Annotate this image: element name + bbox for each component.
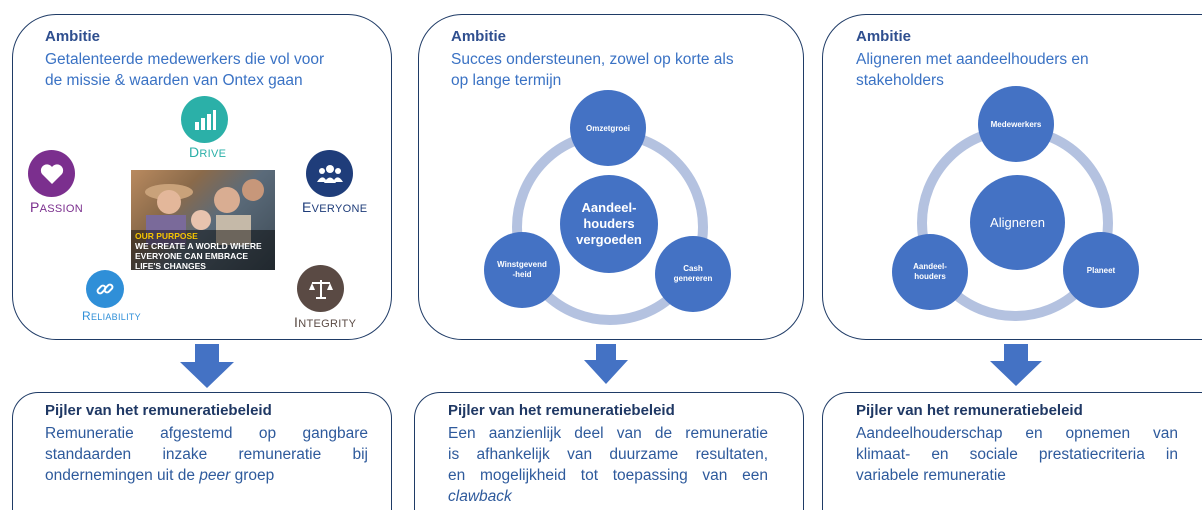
value-label-reliability: RELIABILITY <box>82 309 141 323</box>
pillar-text-3: Aandeelhouderschap en opnemen van klimaa… <box>856 423 1178 486</box>
pillar-line: klimaat- en sociale prestatiecriteria in <box>856 446 1178 463</box>
ambition-text-2: Succes ondersteunen, zowel op korte als … <box>451 49 734 91</box>
ambition-line: de missie & waarden van Ontex gaan <box>45 72 303 89</box>
purpose-photo: OUR PURPOSE WE CREATE A WORLD WHERE EVER… <box>131 170 275 270</box>
down-arrow-2 <box>584 344 628 384</box>
ambition-text-3: Alignеren met aandeelhouders en stakehol… <box>856 49 1089 91</box>
cycle-node-shareholders: Aandeel-houders <box>892 234 968 310</box>
ambition-line: stakeholders <box>856 72 944 89</box>
cycle-node-employees: Medewerkers <box>978 86 1054 162</box>
ambition-line: op lange termijn <box>451 72 562 89</box>
pillar-box-1 <box>12 392 392 510</box>
integrity-icon <box>297 265 344 312</box>
cycle-center-align: Aligneren <box>970 175 1065 270</box>
passion-icon <box>28 150 75 197</box>
ambition-line: Getalenteerde medewerkers die vol voor <box>45 51 325 68</box>
ambition-text-1: Getalenteerde medewerkers die vol voor d… <box>45 49 324 91</box>
pillar-line: is afhankelijk van duurzame resultaten, <box>448 446 768 463</box>
drive-icon <box>181 96 228 143</box>
cycle-node-planet: Planeet <box>1063 232 1139 308</box>
ambition-title-1: Ambitie <box>45 28 101 45</box>
pillar-line: clawback <box>448 488 512 505</box>
reliability-icon <box>86 270 124 308</box>
ambition-title-2: Ambitie <box>451 28 507 45</box>
pillar-line: en mogelijkheid tot toepassing van een <box>448 467 768 484</box>
ambition-title-3: Ambitie <box>856 28 912 45</box>
cycle-node-revenue-growth: Omzetgroei <box>570 90 646 166</box>
value-label-integrity: INTEGRITY <box>294 314 357 330</box>
value-label-drive: DRIVE <box>189 144 227 160</box>
down-arrow-3 <box>990 344 1042 386</box>
cycle-node-profitability: Winstgevend-heid <box>484 232 560 308</box>
pillar-line: ondernemingen uit de peer groep <box>45 467 275 484</box>
pillar-title-3: Pijler van het remuneratiebeleid <box>856 402 1083 419</box>
purpose-text: OUR PURPOSE WE CREATE A WORLD WHERE EVER… <box>135 231 262 270</box>
pillar-line: Een aanzienlijk deel van de remuneratie <box>448 425 768 442</box>
ambition-line: Succes ondersteunen, zowel op korte als <box>451 51 734 68</box>
everyone-icon <box>306 150 353 197</box>
pillar-title-1: Pijler van het remuneratiebeleid <box>45 402 272 419</box>
down-arrow-1 <box>180 344 234 388</box>
pillar-line: Aandeelhouderschap en opnemen van <box>856 425 1178 442</box>
ambition-line: Alignеren met aandeelhouders en <box>856 51 1089 68</box>
pillar-text-1: Remuneratie afgestemd op gangbare standa… <box>45 423 368 486</box>
pillar-title-2: Pijler van het remuneratiebeleid <box>448 402 675 419</box>
pillar-line: variabele remuneratie <box>856 467 1006 484</box>
pillar-text-2: Een aanzienlijk deel van de remuneratie … <box>448 423 768 507</box>
pillar-line: standaarden inzake remuneratie bij <box>45 446 368 463</box>
pillar-box-3 <box>822 392 1202 510</box>
value-label-everyone: EVERYONE <box>302 199 368 215</box>
value-label-passion: PASSION <box>30 199 84 215</box>
pillar-line: Remuneratie afgestemd op gangbare <box>45 425 368 442</box>
pillar-box-2 <box>414 392 804 510</box>
